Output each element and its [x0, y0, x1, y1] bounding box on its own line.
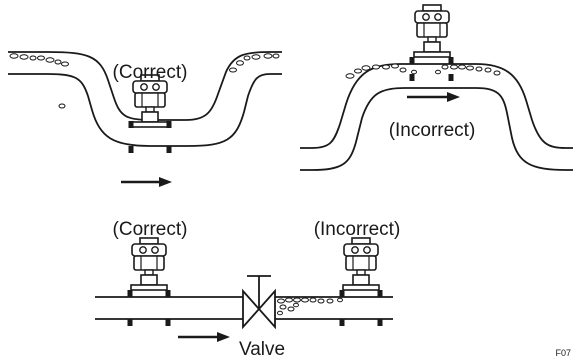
- flowmeter-transmitter-icon: [130, 237, 380, 291]
- label-valve: Valve: [239, 339, 285, 359]
- flow-direction-arrow-icon: [407, 92, 460, 102]
- flow-direction-arrow-icon: [178, 332, 230, 342]
- label-bottom-right-incorrect: (Incorrect): [314, 219, 401, 240]
- figure-code: F07: [555, 348, 571, 358]
- label-top-right-incorrect: (Incorrect): [389, 120, 476, 141]
- flowmeter-transmitter-icon: [413, 4, 451, 58]
- inverted-u-pipe-incorrect: [300, 63, 573, 171]
- air-bubbles-bottom: [277, 297, 343, 316]
- label-top-left-correct: (Correct): [113, 62, 188, 83]
- label-bottom-left-correct: (Correct): [113, 219, 188, 240]
- air-bubbles-left: [9, 53, 280, 109]
- air-bubbles-right: [345, 63, 501, 79]
- flow-direction-arrow-icon: [121, 177, 172, 187]
- gate-valve-icon: [242, 275, 276, 330]
